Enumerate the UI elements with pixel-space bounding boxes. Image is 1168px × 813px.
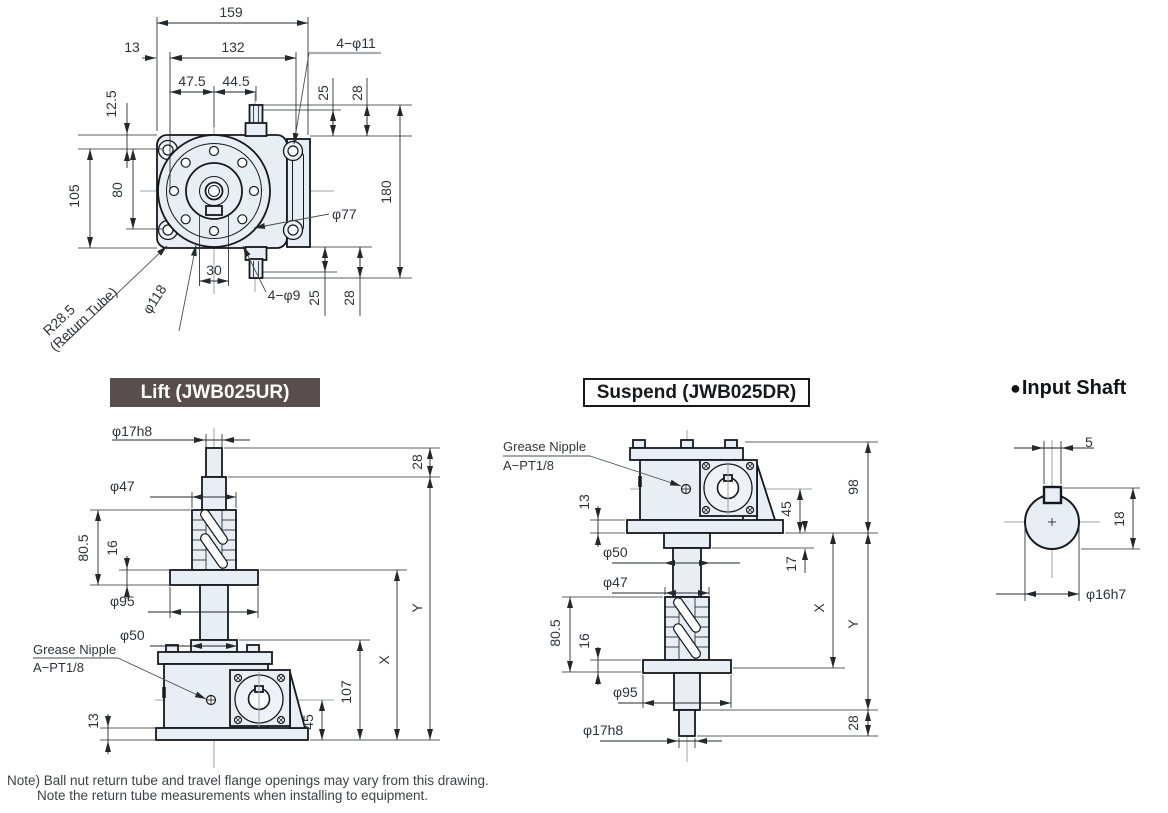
dim-25-bottom: 25	[306, 290, 322, 306]
suspend-drawing: Grease Nipple A−PT1/8 13 φ50 φ47 80.5 16…	[503, 430, 878, 762]
footnote-line-1: Note) Ball nut return tube and travel fl…	[7, 773, 489, 788]
lift-shaft-tip	[205, 447, 223, 478]
suspend-grease-nipple	[680, 483, 692, 495]
dim-13: 13	[124, 39, 140, 55]
dim-25-top: 25	[315, 85, 331, 101]
suspend-ball-nut	[664, 596, 710, 661]
dim-132: 132	[221, 39, 245, 55]
lift-dim-phi50: φ50	[120, 627, 145, 643]
input-dim-phi16h7: φ16h7	[1086, 586, 1126, 602]
suspend-dim-45: 45	[778, 501, 794, 517]
keyway-slot	[205, 205, 223, 216]
callout-return-tube: R28.5 (Return Tube)	[40, 284, 121, 355]
suspend-dim-16: 16	[576, 633, 592, 649]
suspend-lower-column	[673, 672, 701, 711]
suspend-grease-label-1: Grease Nipple	[503, 439, 586, 454]
lift-dim-phi17h8: φ17h8	[112, 423, 152, 439]
callout-phi118: φ118	[139, 281, 170, 316]
suspend-travel-flange	[642, 659, 732, 674]
top-view-drawing: 159 13 132 47.5 44.5 12.5 105 80 25 28 1…	[40, 4, 412, 355]
lift-bearing-boss	[229, 669, 291, 727]
input-shaft-key	[1042, 485, 1063, 505]
lift-dim-X: X	[376, 655, 392, 665]
dim-105: 105	[66, 184, 82, 208]
dim-80: 80	[109, 182, 125, 198]
callout-phi77: φ77	[332, 206, 357, 222]
dim-180: 180	[378, 180, 394, 204]
suspend-dim-98: 98	[845, 479, 861, 495]
suspend-screw-column	[672, 547, 702, 598]
input-dim-18: 18	[1111, 511, 1127, 527]
suspend-housing-top-plate	[629, 447, 744, 461]
lift-dim-107: 107	[338, 680, 354, 704]
suspend-rib	[756, 463, 777, 521]
lift-dim-13: 13	[85, 713, 101, 729]
suspend-dim-phi47: φ47	[603, 574, 628, 590]
lift-drawing: φ17h8 28 Y φ47 80.5 16 φ95 φ50 Grease Ni…	[33, 423, 440, 768]
lift-section-title: Lift (JWB025UR)	[110, 378, 320, 407]
lift-dim-45: 45	[300, 714, 316, 730]
suspend-dim-phi50: φ50	[603, 544, 628, 560]
suspend-grease-label-2: A−PT1/8	[503, 458, 554, 473]
lift-ball-nut	[191, 509, 237, 571]
suspend-guide-collar	[663, 532, 711, 549]
dim-30: 30	[206, 262, 222, 278]
suspend-section-title: Suspend (JWB025DR)	[583, 378, 810, 407]
lift-housing-top-plate	[157, 651, 273, 665]
suspend-dim-28: 28	[845, 715, 861, 731]
dim-12-5: 12.5	[103, 90, 119, 117]
lift-dim-Y: Y	[409, 603, 425, 613]
bullet-icon: ●	[1010, 378, 1021, 398]
callout-4-phi11: 4−φ11	[336, 35, 376, 51]
worm-shaft-top	[244, 104, 268, 137]
lift-base-plate	[155, 727, 309, 741]
callout-4-phi9: 4−φ9	[268, 287, 301, 303]
dim-28-bottom: 28	[341, 290, 357, 306]
suspend-dim-17: 17	[783, 556, 799, 572]
dim-44-5: 44.5	[222, 73, 249, 89]
flange-bolt-holes	[168, 145, 260, 237]
suspend-dim-X: X	[811, 603, 827, 613]
lift-grease-label-1: Grease Nipple	[33, 642, 116, 657]
input-shaft-title-text: Input Shaft	[1021, 377, 1127, 399]
lift-dim-28: 28	[409, 454, 425, 470]
lift-dim-16: 16	[104, 540, 120, 556]
lift-dim-phi47: φ47	[110, 478, 135, 494]
input-shaft-section-title: ● Input Shaft	[1010, 377, 1126, 400]
suspend-shaft-tail	[678, 709, 696, 737]
footnote-line-2: Note the return tube measurements when i…	[37, 788, 428, 803]
worm-shaft-bottom	[244, 246, 268, 279]
lift-dim-80-5: 80.5	[75, 534, 91, 561]
lift-shaft-step	[201, 476, 227, 511]
lift-travel-flange	[169, 569, 259, 586]
suspend-dim-Y: Y	[845, 619, 861, 629]
lift-dim-phi95: φ95	[110, 593, 135, 609]
footnote: Note) Ball nut return tube and travel fl…	[7, 773, 489, 803]
dim-159: 159	[219, 4, 243, 20]
suspend-dim-13: 13	[576, 494, 592, 510]
lift-grease-label-2: A−PT1/8	[33, 660, 84, 675]
input-shaft-drawing: 5 18 φ16h7	[996, 434, 1140, 602]
suspend-dim-phi17h8: φ17h8	[583, 722, 623, 738]
input-dim-5: 5	[1085, 434, 1093, 450]
lift-screw-column	[199, 584, 229, 641]
suspend-bearing-boss	[699, 459, 758, 517]
suspend-dim-80-5: 80.5	[547, 619, 563, 646]
dim-47-5: 47.5	[178, 73, 205, 89]
lift-grease-nipple	[205, 694, 217, 706]
dim-28-top: 28	[349, 85, 365, 101]
suspend-dim-phi95: φ95	[613, 684, 638, 700]
suspend-housing-flange	[626, 519, 784, 534]
